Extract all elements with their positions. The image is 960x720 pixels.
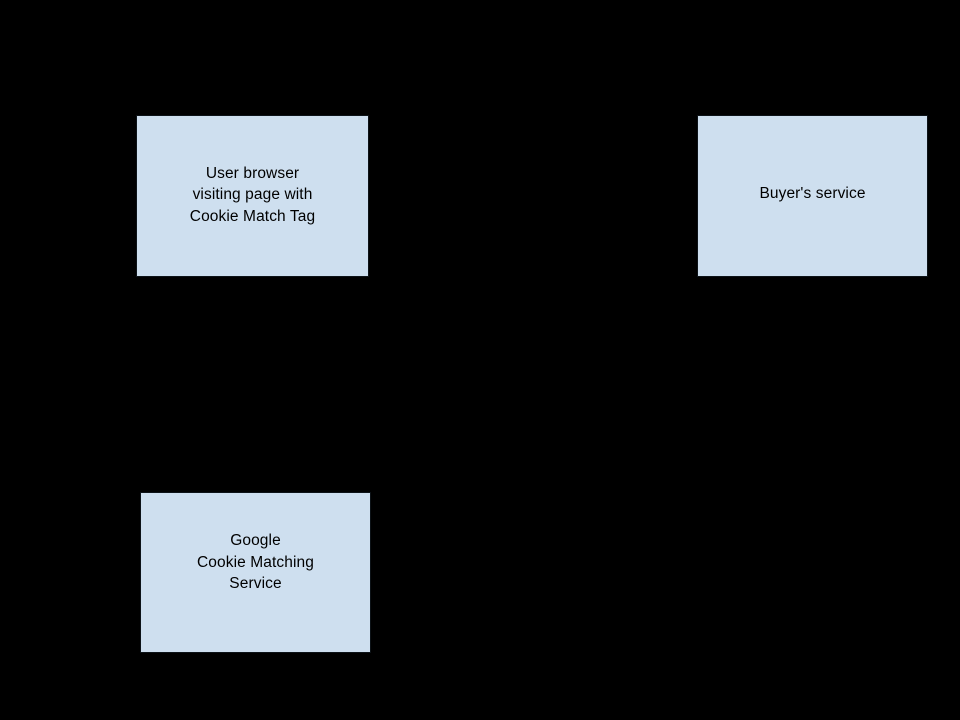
- node-buyers-service[interactable]: Buyer's service: [697, 115, 928, 277]
- node-buyers-service-label: Buyer's service: [759, 185, 866, 203]
- node-user-browser[interactable]: User browser visiting page with Cookie M…: [136, 115, 369, 277]
- node-google-cookie-matching-service[interactable]: Google Cookie Matching Service: [140, 492, 371, 653]
- node-user-browser-label: User browser visiting page with Cookie M…: [189, 164, 316, 225]
- node-google-cookie-matching-service-label: Google Cookie Matching Service: [197, 532, 314, 593]
